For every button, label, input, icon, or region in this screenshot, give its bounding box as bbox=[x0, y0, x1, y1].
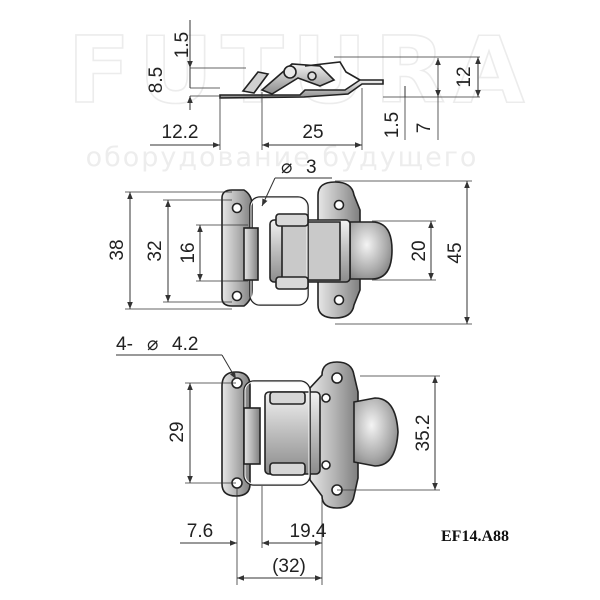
dim-side-bottom-right: 7 bbox=[414, 123, 435, 134]
dim-bottom-total-width: (32) bbox=[272, 556, 306, 577]
dim-side-right-height: 12 bbox=[454, 66, 475, 87]
bottom-view-latch bbox=[221, 361, 399, 509]
dim-bottom-holes: 4- bbox=[116, 334, 133, 355]
dim-bottom-offset-left: 7.6 bbox=[187, 521, 213, 542]
dim-top-height-outer: 38 bbox=[107, 239, 128, 260]
side-view: 1.5 8.5 12 7 1.5 12.2 25 bbox=[146, 20, 481, 150]
dim-side-top: 1.5 bbox=[172, 32, 193, 58]
dim-side-left-height: 8.5 bbox=[146, 67, 167, 93]
dim-top-wire-dia: 3 bbox=[306, 157, 317, 178]
dim-top-height-inner: 16 bbox=[178, 242, 199, 263]
dim-bottom-span-mid: 19.4 bbox=[290, 521, 327, 542]
diameter-symbol-icon: ⌀ bbox=[281, 157, 292, 178]
diameter-symbol-icon: ⌀ bbox=[147, 334, 158, 355]
dim-side-bottom-small: 1.5 bbox=[382, 112, 403, 138]
product-code: EF14.A88 bbox=[441, 528, 509, 545]
dim-bottom-hole-spacing: 29 bbox=[167, 421, 188, 442]
dim-top-catch-width: 20 bbox=[409, 240, 430, 261]
dim-top-height-mid: 32 bbox=[145, 240, 166, 261]
dim-top-total-height: 45 bbox=[445, 242, 466, 263]
top-view-latch bbox=[221, 181, 393, 319]
top-view: 38 32 16 20 45 ⌀ 3 bbox=[107, 157, 472, 325]
dim-side-mid-width: 25 bbox=[302, 122, 323, 143]
bottom-view: 29 35.2 7.6 19.4 (32) 4- ⌀ 4.2 bbox=[116, 334, 440, 585]
dim-bottom-catch-height: 35.2 bbox=[413, 415, 434, 452]
dim-bottom-hole-dia: 4.2 bbox=[172, 334, 198, 355]
side-view-profile bbox=[219, 61, 384, 99]
dim-side-left-width: 12.2 bbox=[162, 122, 199, 143]
